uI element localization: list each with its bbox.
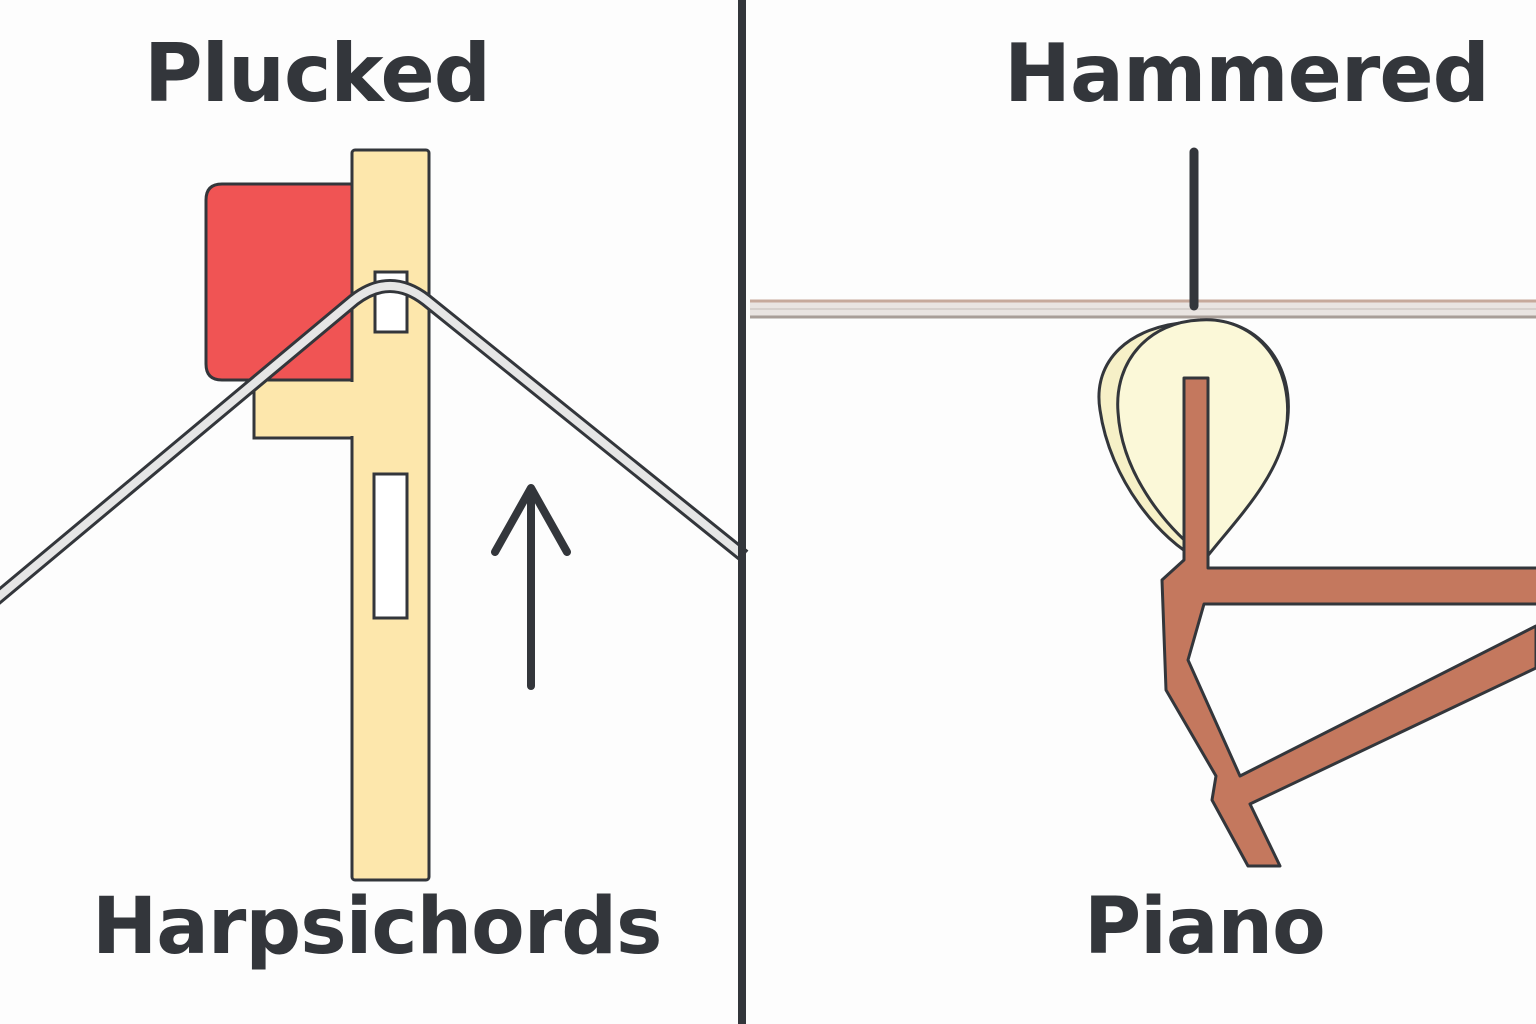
- harpsichord-mechanism: [0, 148, 749, 882]
- piano-mechanism: [750, 147, 1536, 868]
- harpsichords-label: Harpsichords: [92, 882, 662, 972]
- jack-slot: [372, 472, 409, 620]
- hammer-shank: [1160, 376, 1536, 868]
- damper: [204, 182, 354, 382]
- hammered-title: Hammered: [1004, 27, 1490, 120]
- jack-tongue: [252, 378, 354, 440]
- piano-label: Piano: [1084, 882, 1326, 972]
- up-arrow-icon: [491, 484, 571, 690]
- plucked-title: Plucked: [144, 27, 491, 120]
